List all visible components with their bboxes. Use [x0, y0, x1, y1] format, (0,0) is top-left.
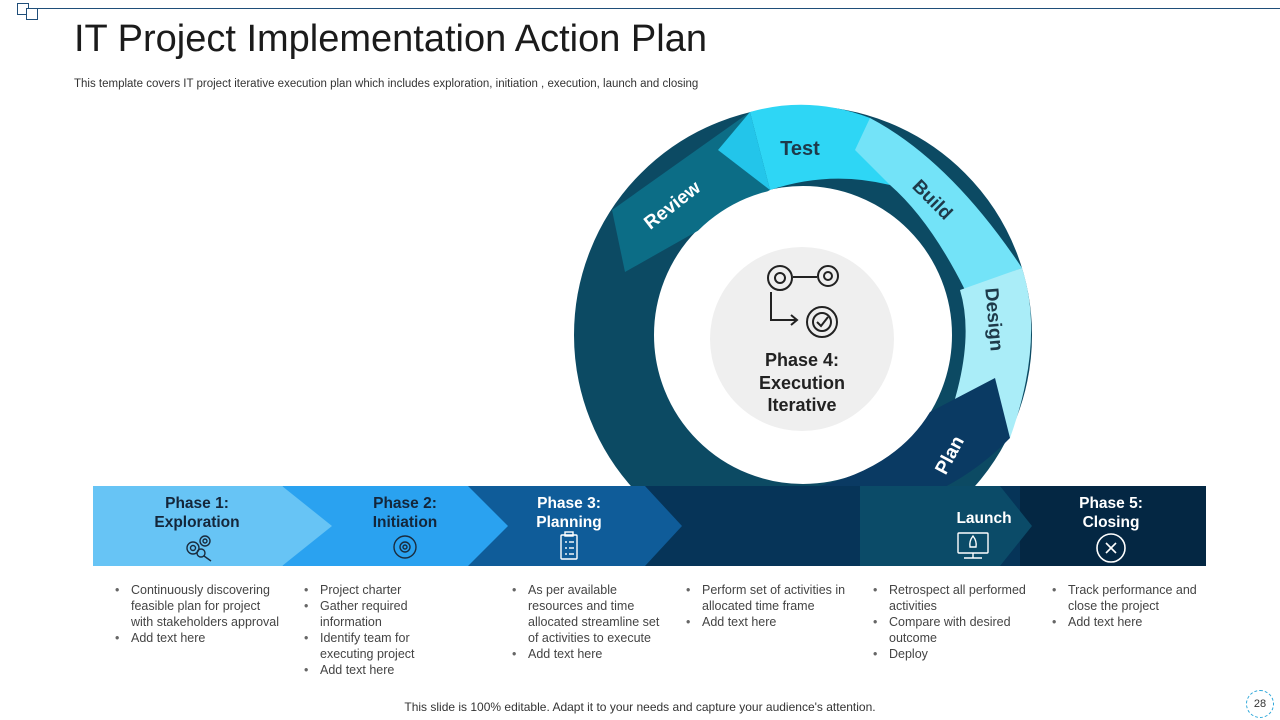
phase-3-bullets: As per available resources and time allo…: [510, 582, 673, 662]
center-label-2: Execution: [759, 373, 845, 393]
exploration-gear-search-icon: [186, 535, 212, 562]
list-item: Deploy: [873, 646, 1029, 662]
list-item: Gather required information: [304, 598, 460, 630]
center-disc: [710, 247, 894, 431]
planning-checklist-icon: [560, 531, 578, 560]
test-arrow-tip: [718, 112, 770, 190]
phase-4-bullets: Perform set of activities in allocated t…: [684, 582, 852, 630]
top-rule: [30, 8, 1280, 9]
phase-5-block: [1020, 486, 1206, 566]
phase-2-title: Phase 2:: [373, 495, 437, 512]
phase-5-subtitle: Closing: [1083, 514, 1140, 531]
phase-1-bullets: Continuously discovering feasible plan f…: [113, 582, 281, 646]
list-item: Identify team for executing project: [304, 630, 460, 662]
launch-bullets: Retrospect all performed activities Comp…: [871, 582, 1029, 662]
launch-block: [860, 486, 1032, 566]
phase-2-block: [282, 486, 508, 566]
launch-title: Launch: [956, 510, 1011, 527]
list-item: Compare with desired outcome: [873, 614, 1029, 646]
gears-icon: [767, 265, 839, 338]
phase-3-block: [456, 486, 682, 566]
cycle-label-test: Test: [780, 138, 820, 160]
list-item: Perform set of activities in allocated t…: [686, 582, 852, 614]
list-item: Retrospect all performed activities: [873, 582, 1029, 614]
closing-close-icon: [1096, 533, 1126, 563]
test-segment: [750, 104, 890, 190]
center-label-1: Phase 4:: [765, 350, 839, 370]
center-label-3: Iterative: [767, 395, 836, 415]
list-item: Track performance and close the project: [1052, 582, 1198, 614]
phase-1-title: Phase 1:: [165, 495, 229, 512]
footer-note: This slide is 100% editable. Adapt it to…: [404, 700, 876, 714]
phase-1-subtitle: Exploration: [154, 514, 239, 531]
list-item: Add text here: [512, 646, 673, 662]
list-item: Add text here: [686, 614, 852, 630]
list-item: Add text here: [115, 630, 281, 646]
phase-3-subtitle: Planning: [536, 514, 601, 531]
corner-square-2: [26, 8, 38, 20]
phase-2-bullets: Project charter Gather required informat…: [302, 582, 460, 678]
build-segment: [855, 118, 1022, 290]
page-subtitle: This template covers IT project iterativ…: [74, 78, 699, 90]
phase-3-title: Phase 3:: [537, 495, 601, 512]
phase-5-bullets: Track performance and close the project …: [1050, 582, 1198, 630]
launch-rocket-monitor-icon: [957, 532, 989, 559]
list-item: Add text here: [1052, 614, 1198, 630]
page-title: IT Project Implementation Action Plan: [74, 18, 707, 60]
page-number: 28: [1246, 690, 1274, 718]
phase-1-block: [93, 486, 332, 566]
initiation-refresh-gear-icon: [393, 535, 417, 559]
phase-2-subtitle: Initiation: [373, 514, 438, 531]
list-item: Project charter: [304, 582, 460, 598]
plan-segment: [800, 378, 1010, 520]
phase-5-title: Phase 5:: [1079, 495, 1143, 512]
list-item: As per available resources and time allo…: [512, 582, 673, 646]
list-item: Add text here: [304, 662, 460, 678]
list-item: Continuously discovering feasible plan f…: [115, 582, 281, 630]
